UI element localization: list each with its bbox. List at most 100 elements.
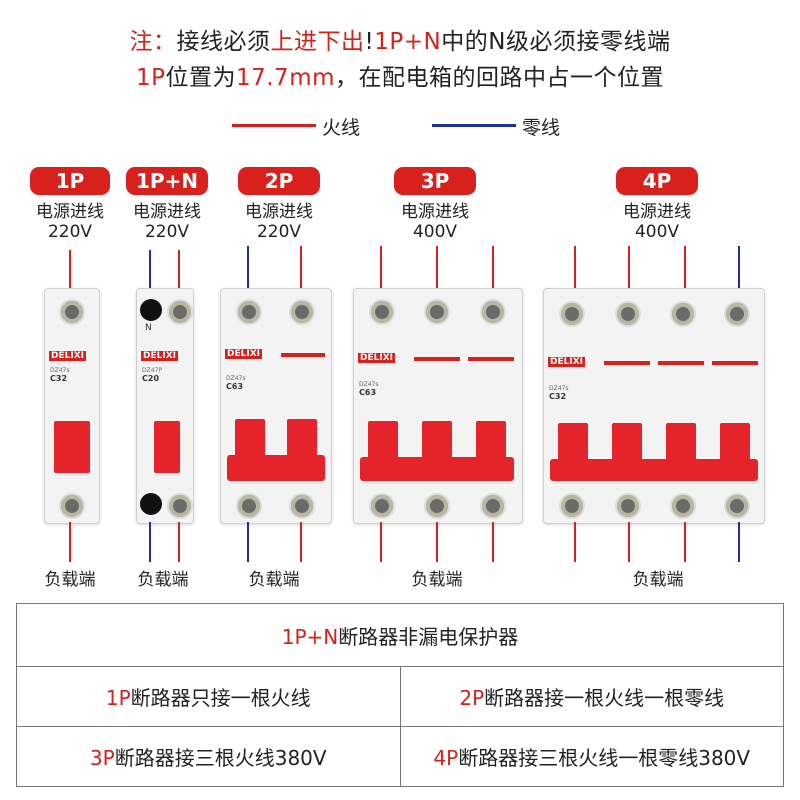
n-mark: N bbox=[145, 323, 152, 333]
wire-live bbox=[436, 522, 438, 562]
caption-2p-label: 电源进线 bbox=[245, 202, 313, 222]
summary-table: 1P+N断路器非漏电保护器 1P断路器只接一根火线 2P断路器接一根火线一根零线… bbox=[16, 603, 784, 787]
caption-1p-label: 电源进线 bbox=[36, 202, 104, 222]
caption-3p-voltage: 400V bbox=[412, 222, 458, 242]
handle-tie-bar bbox=[360, 457, 514, 481]
table-code: 2P bbox=[459, 686, 485, 710]
rating-label: C63 bbox=[359, 388, 377, 397]
wire-live bbox=[69, 250, 71, 288]
badge-3p: 3P bbox=[394, 167, 476, 195]
terminal-screw bbox=[724, 301, 750, 327]
brand-logo: DELIXI bbox=[548, 357, 585, 367]
legend-live-label: 火线 bbox=[322, 117, 361, 139]
terminal-screw bbox=[615, 301, 641, 327]
table-row: 3P断路器接三根火线380V 4P断路器接三根火线一根零线380V bbox=[16, 726, 784, 787]
table-row: 1P+N断路器非漏电保护器 bbox=[16, 603, 784, 667]
terminal-screw bbox=[289, 493, 315, 519]
terminal-screw bbox=[615, 493, 641, 519]
model-label: DZ47s bbox=[549, 385, 569, 392]
note-width-value: 17.7mm bbox=[235, 65, 336, 91]
table-text: 断路器非漏电保护器 bbox=[338, 624, 519, 649]
rating-label: C63 bbox=[226, 382, 244, 391]
wire-live bbox=[628, 522, 630, 562]
red-stripe bbox=[604, 361, 650, 365]
wire-live bbox=[178, 250, 180, 288]
table-code: 3P bbox=[89, 746, 115, 770]
model-label: DZ47s bbox=[226, 375, 246, 382]
neutral-terminal bbox=[140, 493, 162, 515]
caption-2p-voltage: 220V bbox=[256, 222, 302, 242]
wire-live bbox=[684, 522, 686, 562]
wire-neutral bbox=[738, 522, 740, 562]
red-stripe bbox=[468, 357, 514, 361]
terminal-screw bbox=[480, 299, 506, 325]
badge-1pn: 1P+N bbox=[126, 167, 208, 195]
terminal-screw bbox=[236, 493, 262, 519]
note-text-4: 位置为 bbox=[165, 65, 236, 91]
red-stripe bbox=[281, 353, 325, 357]
brand-logo: DELIXI bbox=[49, 351, 86, 361]
red-stripe bbox=[414, 357, 460, 361]
load-label-4p: 负载端 bbox=[632, 570, 684, 590]
table-text: 断路器接三根火线一根零线380V bbox=[458, 746, 751, 770]
note-code-1pn: 1P+N bbox=[374, 29, 442, 55]
wire-live bbox=[492, 522, 494, 562]
header-note-line1: 注：接线必须上进下出!1P+N中的N级必须接零线端 bbox=[0, 22, 800, 56]
header-note-line2: 1P位置为17.7mm，在配电箱的回路中占一个位置 bbox=[0, 58, 800, 92]
note-code-1p: 1P bbox=[135, 65, 166, 91]
breaker-2p: DELIXI DZ47s C63 bbox=[220, 288, 332, 524]
brand-logo: DELIXI bbox=[141, 351, 178, 361]
table-code: 1P+N bbox=[281, 624, 339, 649]
badge-2p: 2P bbox=[238, 167, 320, 195]
table-row: 1P断路器只接一根火线 2P断路器接一根火线一根零线 bbox=[16, 666, 784, 727]
wire-live bbox=[69, 522, 71, 562]
terminal-screw bbox=[559, 493, 585, 519]
caption-4p-voltage: 400V bbox=[634, 222, 680, 242]
caption-1pn-label: 电源进线 bbox=[133, 202, 201, 222]
legend-live-line bbox=[232, 124, 316, 127]
wire-live bbox=[492, 246, 494, 290]
handle-tie-bar bbox=[550, 459, 758, 481]
load-label-2p: 负载端 bbox=[248, 570, 300, 590]
model-label: DZ47s bbox=[359, 381, 379, 388]
wire-live bbox=[380, 522, 382, 562]
note-text-5: ，在配电箱的回路中占一个位置 bbox=[335, 65, 665, 91]
wire-live bbox=[574, 246, 576, 290]
table-code: 4P bbox=[433, 746, 459, 770]
wire-live bbox=[300, 246, 302, 290]
terminal-screw bbox=[59, 299, 85, 325]
table-cell: 3P断路器接三根火线380V bbox=[16, 726, 401, 787]
note-highlight-top-in-bottom-out: 上进下出 bbox=[270, 29, 365, 55]
note-text-1: 接线必须 bbox=[176, 29, 271, 55]
wire-neutral bbox=[247, 522, 249, 562]
handle-tie-bar bbox=[227, 455, 325, 481]
terminal-screw bbox=[670, 493, 696, 519]
note-text-3: 中的N级必须接零线端 bbox=[441, 29, 671, 55]
wire-neutral bbox=[149, 250, 151, 288]
terminal-screw bbox=[724, 493, 750, 519]
table-cell: 4P断路器接三根火线一根零线380V bbox=[399, 726, 784, 787]
brand-logo: DELIXI bbox=[225, 349, 262, 359]
legend-neutral-line bbox=[432, 124, 516, 127]
badge-1p: 1P bbox=[30, 167, 110, 195]
terminal-screw bbox=[559, 301, 585, 327]
load-label-1pn: 负载端 bbox=[137, 570, 189, 590]
terminal-screw bbox=[369, 299, 395, 325]
terminal-screw bbox=[167, 493, 193, 519]
load-label-1p: 负载端 bbox=[44, 570, 96, 590]
terminal-screw bbox=[167, 299, 193, 325]
badge-4p: 4P bbox=[616, 167, 698, 195]
terminal-screw bbox=[424, 299, 450, 325]
wire-live bbox=[300, 522, 302, 562]
toggle-handle bbox=[54, 421, 90, 473]
wire-live bbox=[574, 522, 576, 562]
rating-label: C32 bbox=[549, 392, 567, 401]
table-text: 断路器只接一根火线 bbox=[130, 686, 311, 710]
wire-live bbox=[380, 246, 382, 290]
model-label: DZ47s bbox=[50, 367, 70, 374]
